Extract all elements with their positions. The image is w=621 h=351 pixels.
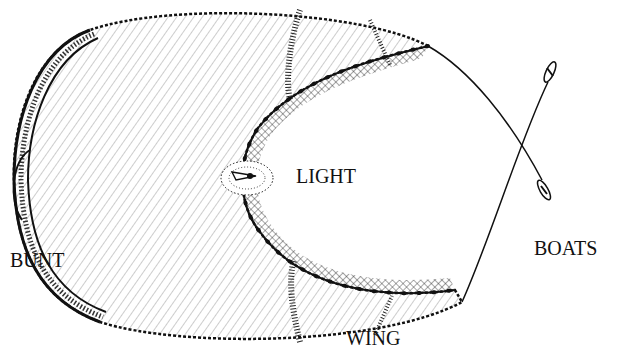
boats-label: BOATS [534,238,597,258]
light-label: LIGHT [296,166,356,186]
net-part-label: BUNT [10,250,64,270]
net-part-label: WING [346,328,400,348]
